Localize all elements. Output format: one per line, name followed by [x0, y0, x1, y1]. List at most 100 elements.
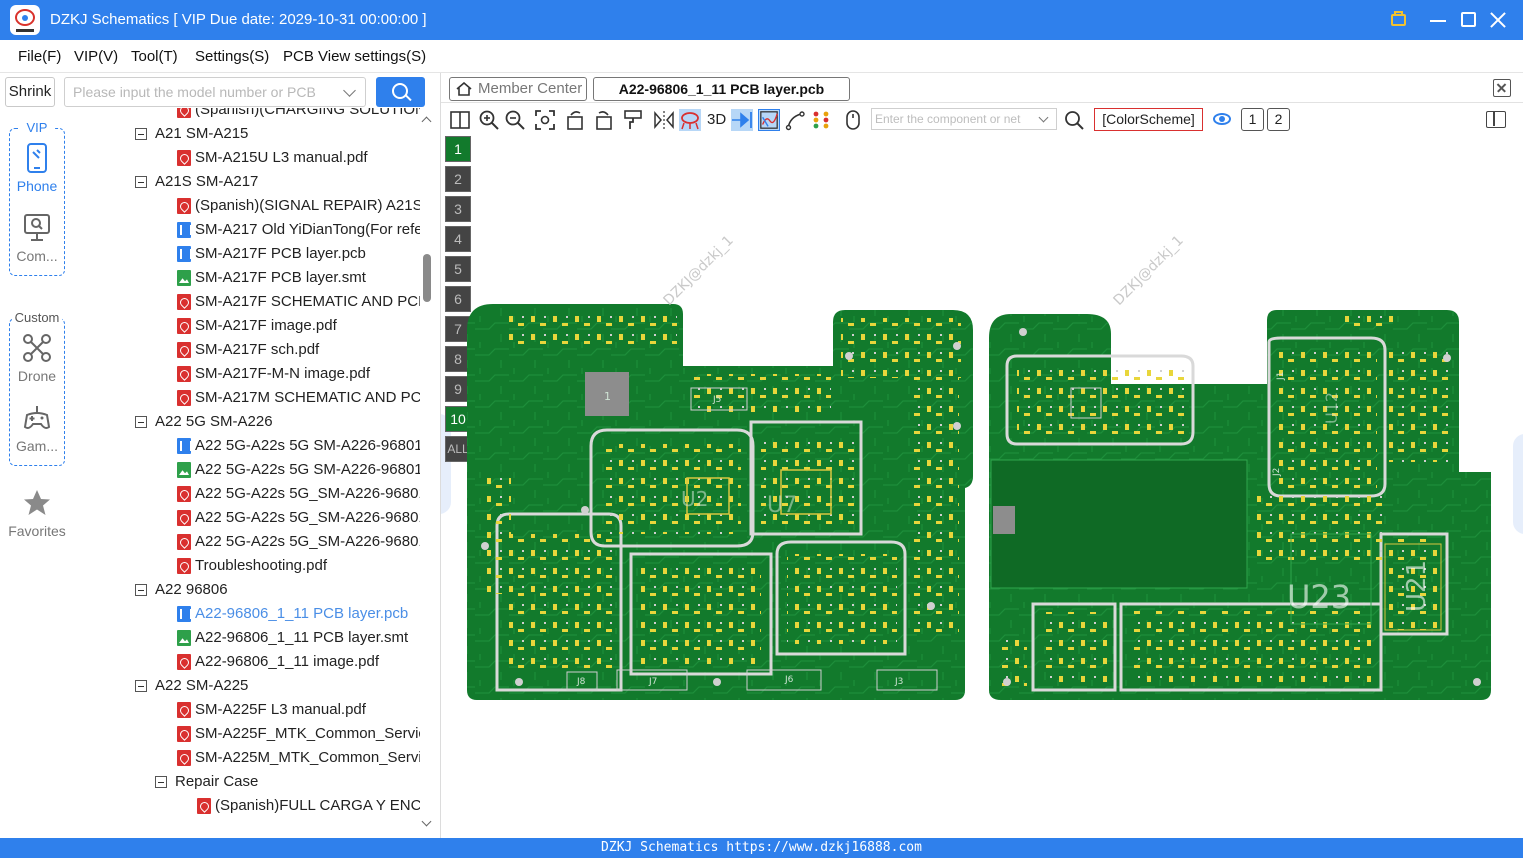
- tree-file-item[interactable]: A22-96806_1_11 image.pdf: [74, 650, 420, 674]
- trace-view-icon[interactable]: [758, 109, 780, 131]
- model-search-box[interactable]: [64, 77, 366, 107]
- tree-group[interactable]: A22 SM-A225: [74, 674, 420, 698]
- mouse-icon[interactable]: [842, 109, 864, 131]
- layer-button-all[interactable]: ALL: [445, 436, 471, 462]
- draw-line-icon[interactable]: [785, 109, 807, 131]
- tree-file-item[interactable]: (Spanish)(SIGNAL REPAIR) A21S TE: [74, 194, 420, 218]
- three-d-button[interactable]: 3D: [707, 111, 727, 128]
- tree-file-item[interactable]: (Spanish)(CHARGING SOLUTION: [74, 108, 420, 122]
- tree-file-item[interactable]: Troubleshooting.pdf: [74, 554, 420, 578]
- maximize-button[interactable]: [1456, 7, 1482, 33]
- layer-button-10[interactable]: 10: [445, 406, 471, 432]
- tree-file-item[interactable]: SM-A225M_MTK_Common_Service: [74, 746, 420, 770]
- menu-settings[interactable]: Settings(S): [195, 48, 270, 65]
- layer-button-7[interactable]: 7: [445, 316, 471, 342]
- layer-button-5[interactable]: 5: [445, 256, 471, 282]
- tree-file-item[interactable]: A22-96806_1_11 PCB layer.smt: [74, 626, 420, 650]
- layer-button-1[interactable]: 1: [445, 136, 471, 162]
- tree-scrollbar[interactable]: [420, 108, 434, 834]
- tab-member-center[interactable]: Member Center: [449, 77, 587, 101]
- scroll-thumb[interactable]: [423, 254, 431, 302]
- color-scheme-button[interactable]: [ColorScheme]: [1094, 108, 1203, 131]
- zoom-in-icon[interactable]: [478, 109, 500, 131]
- collapse-toggle-icon[interactable]: [135, 176, 147, 188]
- tree-file-item[interactable]: SM-A215U L3 manual.pdf: [74, 146, 420, 170]
- layer-button-6[interactable]: 6: [445, 286, 471, 312]
- model-search-input[interactable]: [73, 82, 328, 102]
- chevron-down-icon[interactable]: [343, 84, 356, 97]
- tree-file-item[interactable]: SM-A217F image.pdf: [74, 314, 420, 338]
- close-button[interactable]: [1486, 7, 1512, 33]
- rail-label-computer[interactable]: Com...: [16, 248, 58, 264]
- tree-file-item[interactable]: A22 5G-A22s 5G_SM-A226-96801_1: [74, 482, 420, 506]
- component-search-input[interactable]: [875, 111, 1035, 127]
- rotate-right-icon[interactable]: [592, 109, 614, 131]
- view-one-button[interactable]: 1: [1241, 108, 1264, 131]
- menu-tool[interactable]: Tool(T): [131, 48, 178, 65]
- collapse-toggle-icon[interactable]: [135, 584, 147, 596]
- vip-badge-icon[interactable]: [1386, 7, 1412, 33]
- shrink-button[interactable]: Shrink: [5, 77, 55, 107]
- component-search-icon[interactable]: [1063, 109, 1085, 131]
- component-dots-icon[interactable]: [811, 109, 833, 131]
- tree-file-item[interactable]: A22 5G-A22s 5G SM-A226-96801_1: [74, 458, 420, 482]
- tab-active-pcb-file[interactable]: A22-96806_1_11 PCB layer.pcb: [593, 77, 850, 101]
- collapse-toggle-icon[interactable]: [155, 776, 167, 788]
- tree-file-item[interactable]: A22 5G-A22s 5G_SM-A226-96801_1: [74, 506, 420, 530]
- flip-board-icon[interactable]: [731, 109, 753, 131]
- tree-group[interactable]: Repair Case: [74, 770, 420, 794]
- pcb-board-view[interactable]: 1 J5 U2 U7 U23 U21 J2 J1 J8 J7 J6 J3 U12…: [441, 134, 1523, 838]
- gamepad-icon[interactable]: [23, 403, 51, 433]
- rail-label-drone[interactable]: Drone: [17, 368, 57, 384]
- tree-file-item[interactable]: SM-A217F PCB layer.pcb: [74, 242, 420, 266]
- scroll-down-icon[interactable]: [421, 816, 432, 827]
- split-view-icon[interactable]: [449, 109, 471, 131]
- mirror-icon[interactable]: [653, 109, 675, 131]
- rotate-left-icon[interactable]: [565, 109, 587, 131]
- side-panel-toggle-icon[interactable]: [1486, 111, 1506, 128]
- format-painter-icon[interactable]: [622, 109, 644, 131]
- menu-vip[interactable]: VIP(V): [74, 48, 119, 65]
- left-collapse-handle[interactable]: [441, 414, 451, 514]
- eye-icon[interactable]: [1213, 113, 1231, 125]
- tree-file-item[interactable]: SM-A217 Old YiDianTong(For refer: [74, 218, 420, 242]
- tree-group[interactable]: A21 SM-A215: [74, 122, 420, 146]
- net-highlight-icon[interactable]: [679, 109, 701, 131]
- tree-file-item[interactable]: SM-A217F PCB layer.smt: [74, 266, 420, 290]
- drone-icon[interactable]: [23, 333, 51, 363]
- menu-file[interactable]: File(F): [18, 48, 62, 65]
- tree-group[interactable]: A21S SM-A217: [74, 170, 420, 194]
- collapse-toggle-icon[interactable]: [135, 416, 147, 428]
- tree-file-item[interactable]: A22-96806_1_11 PCB layer.pcb: [74, 602, 420, 626]
- fit-view-icon[interactable]: [534, 109, 556, 131]
- collapse-toggle-icon[interactable]: [135, 128, 147, 140]
- tree-file-item[interactable]: A22 5G-A22s 5G_SM-A226-96801_1: [74, 530, 420, 554]
- layer-button-9[interactable]: 9: [445, 376, 471, 402]
- tree-file-item[interactable]: SM-A225F_MTK_Common_Service_: [74, 722, 420, 746]
- tree-file-item[interactable]: SM-A217F SCHEMATIC AND PCB.p: [74, 290, 420, 314]
- collapse-toggle-icon[interactable]: [135, 680, 147, 692]
- menu-pcb-view-settings[interactable]: PCB View settings(S): [283, 48, 427, 65]
- view-two-button[interactable]: 2: [1267, 108, 1290, 131]
- tree-file-item[interactable]: SM-A225F L3 manual.pdf: [74, 698, 420, 722]
- rail-label-phone[interactable]: Phone: [16, 178, 58, 194]
- layer-button-4[interactable]: 4: [445, 226, 471, 252]
- close-tabs-icon[interactable]: [1493, 79, 1511, 97]
- layer-button-3[interactable]: 3: [445, 196, 471, 222]
- component-search-box[interactable]: [871, 108, 1057, 130]
- rail-label-game[interactable]: Gam...: [15, 438, 58, 454]
- minimize-button[interactable]: [1426, 7, 1452, 33]
- star-icon[interactable]: [22, 488, 52, 518]
- tree-file-item[interactable]: SM-A217F sch.pdf: [74, 338, 420, 362]
- rail-label-favorites[interactable]: Favorites: [8, 523, 66, 539]
- tree-file-item[interactable]: SM-A217F-M-N image.pdf: [74, 362, 420, 386]
- chevron-down-icon[interactable]: [1038, 112, 1049, 123]
- tree-group[interactable]: A22 5G SM-A226: [74, 410, 420, 434]
- tree-file-item[interactable]: A22 5G-A22s 5G SM-A226-96801_1: [74, 434, 420, 458]
- scroll-up-icon[interactable]: [421, 116, 432, 127]
- tree-file-item[interactable]: SM-A217M SCHEMATIC AND PCB.: [74, 386, 420, 410]
- layer-button-2[interactable]: 2: [445, 166, 471, 192]
- zoom-out-icon[interactable]: [504, 109, 526, 131]
- computer-icon[interactable]: [23, 213, 51, 243]
